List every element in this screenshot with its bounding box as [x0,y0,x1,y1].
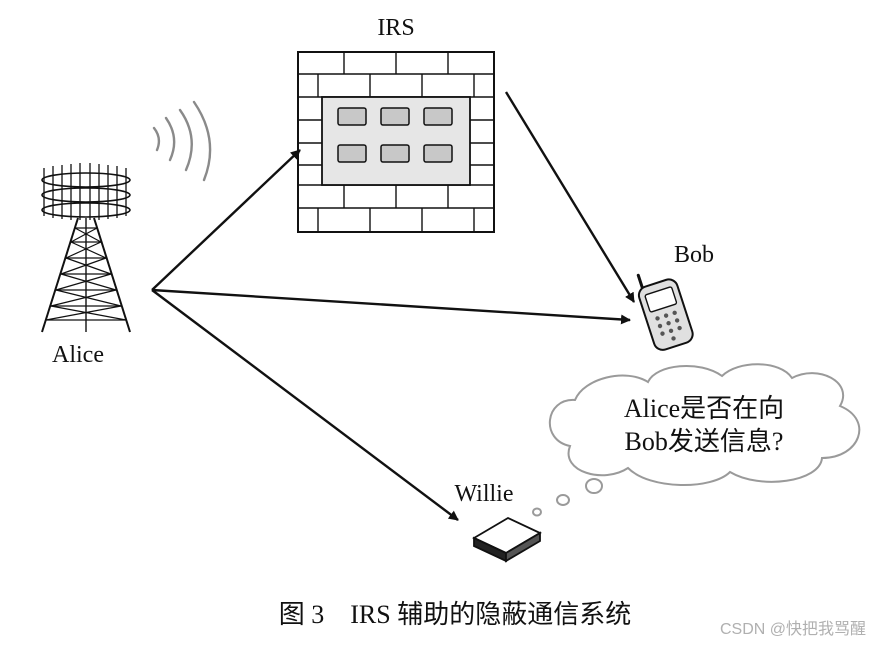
irs-element [380,144,410,163]
arrow-alice-to-willie [151,289,459,521]
irs-element [337,107,367,126]
thought-cloud [532,363,861,517]
arrow-irs-to-bob [504,91,636,303]
alice-label: Alice [52,342,104,368]
arrow-alice-to-irs [151,149,301,291]
irs-element [423,107,453,126]
irs-wall-icon [297,51,495,233]
bob-label: Bob [674,242,714,268]
willie-label: Willie [454,481,513,507]
irs-element [337,144,367,163]
arrow-alice-to-bob [151,288,631,325]
irs-label: IRS [377,15,414,41]
thought-line-2: Bob发送信息? [625,427,784,456]
radio-waves-icon [152,100,212,182]
irs-element-grid [337,107,453,163]
csdn-watermark: CSDN @快把我骂醒 [720,620,866,638]
thought-line-1: Alice是否在向 [624,394,784,423]
cell-tower-icon [41,163,131,333]
mobile-phone-icon [636,273,694,351]
irs-element [423,144,453,163]
irs-element [380,107,410,126]
willie-device-icon [472,516,542,563]
figure-caption: 图 3 IRS 辅助的隐蔽通信系统 [279,600,631,629]
